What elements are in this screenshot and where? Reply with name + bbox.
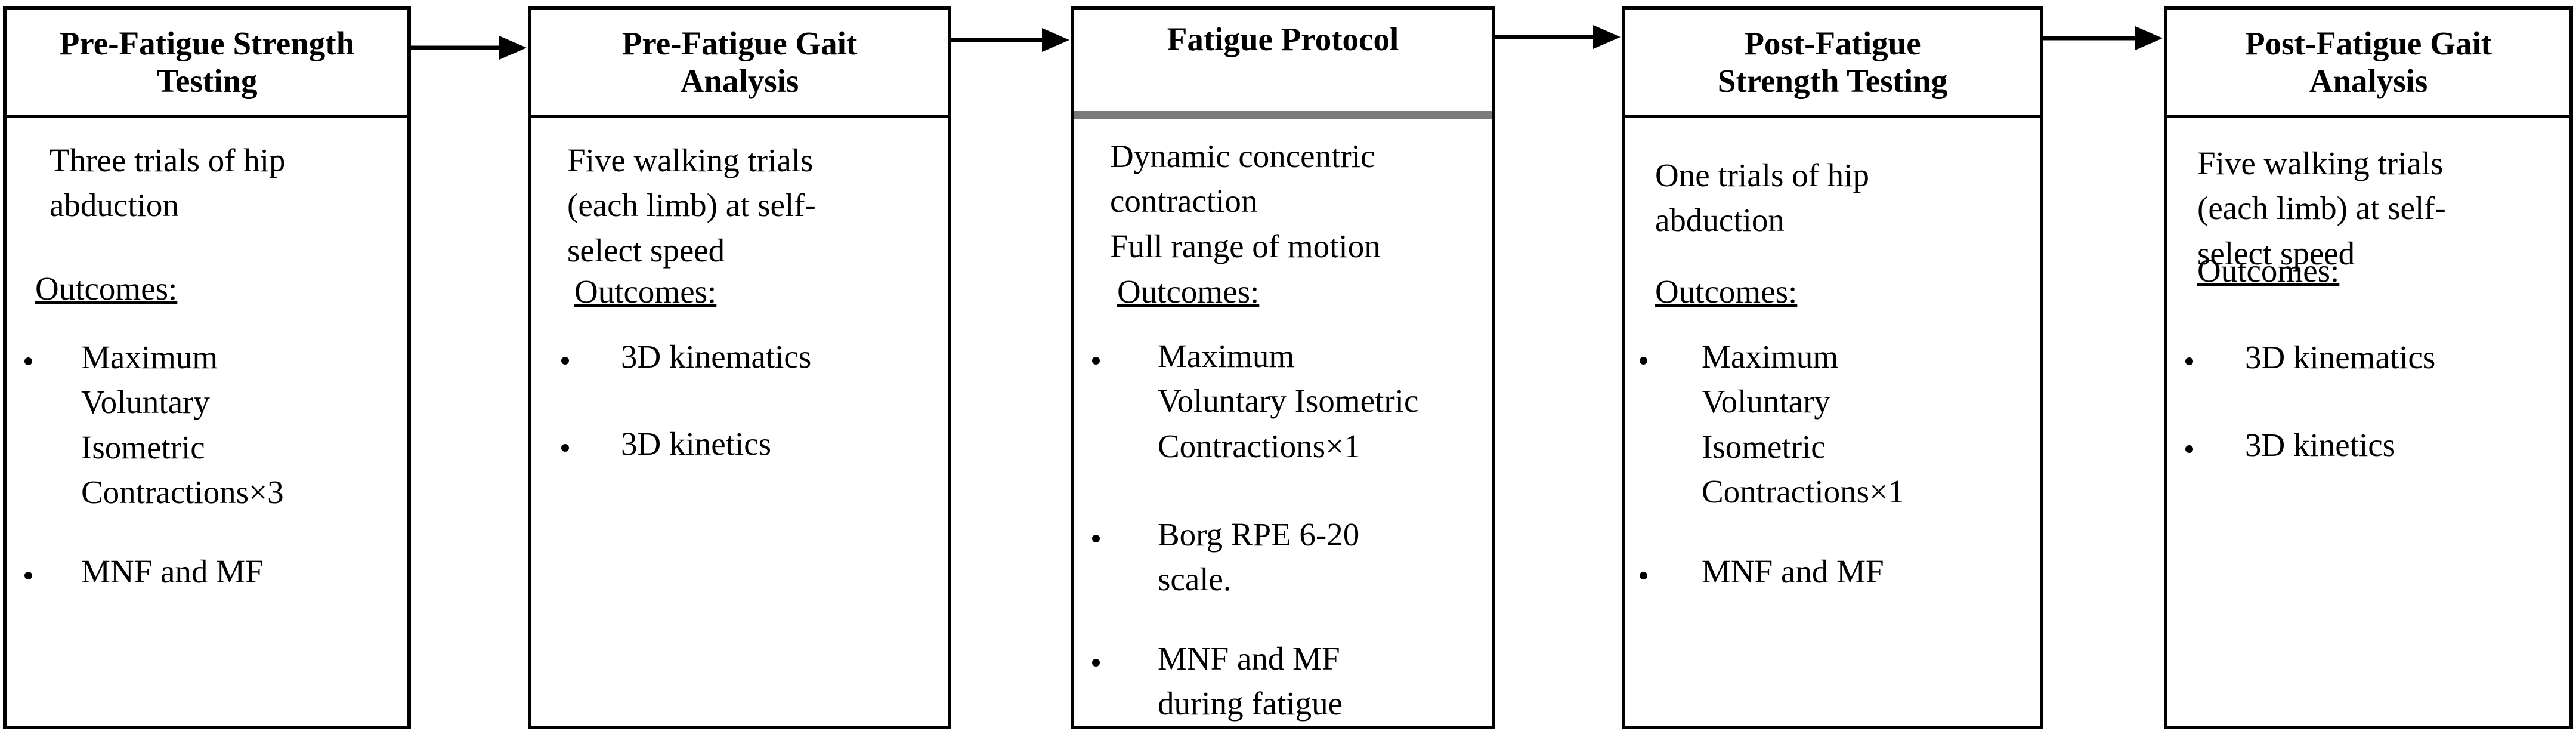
step-description: Dynamic concentric contraction Full rang… xyxy=(1110,138,1381,264)
outcome-text: MNF and MF during fatigue xyxy=(1158,640,1343,722)
step-description: Three trials of hip abduction xyxy=(50,142,286,224)
step-title: Pre-Fatigue Strength Testing xyxy=(59,24,355,99)
step-box-post-fatigue-strength: Post-Fatigue Strength Testing One trials… xyxy=(1622,6,2043,729)
step-title: Pre-Fatigue Gait Analysis xyxy=(621,24,858,99)
outcome-text: 3D kinematics xyxy=(2245,339,2436,375)
flow-arrow xyxy=(2043,26,2163,50)
header-divider xyxy=(1074,111,1492,119)
step-description: Five walking trials (each limb) at self-… xyxy=(567,142,816,269)
step-description: Five walking trials (each limb) at self-… xyxy=(2197,145,2446,272)
bullet-dot xyxy=(561,444,569,452)
outcome-text: 3D kinematics xyxy=(621,338,812,375)
outcome-text: Maximum Voluntary Isometric Contractions… xyxy=(1158,338,1419,464)
outcomes-label: Outcomes: xyxy=(35,270,178,307)
step-description: One trials of hip abduction xyxy=(1655,157,1869,239)
step-body: Dynamic concentric contraction Full rang… xyxy=(1074,123,1492,726)
step-body: Three trials of hip abduction Outcomes: … xyxy=(7,123,407,726)
bullet-dot xyxy=(561,357,569,365)
flow-arrow xyxy=(411,36,527,60)
step-box-post-fatigue-gait: Post-Fatigue Gait Analysis Five walking … xyxy=(2164,6,2573,729)
flow-arrow xyxy=(951,28,1069,52)
outcome-text: Borg RPE 6-20 scale. xyxy=(1158,516,1360,598)
step-body: Five walking trials (each limb) at self-… xyxy=(2167,123,2569,726)
flow-arrow xyxy=(1495,25,1621,49)
step-title: Post-Fatigue Strength Testing xyxy=(1717,24,1948,99)
bullet-dot xyxy=(1092,535,1100,542)
header-divider xyxy=(7,115,407,118)
step-box-fatigue-protocol: Fatigue Protocol Dynamic concentric cont… xyxy=(1071,6,1495,729)
step-title: Fatigue Protocol xyxy=(1167,21,1399,57)
outcome-text: MNF and MF xyxy=(1702,553,1884,590)
step-box-pre-fatigue-strength: Pre-Fatigue Strength Testing Three trial… xyxy=(3,6,411,729)
bullet-dot xyxy=(24,357,32,365)
outcomes-label: Outcomes: xyxy=(1655,273,1798,310)
header-divider xyxy=(1625,115,2040,118)
outcomes-label: Outcomes: xyxy=(2197,252,2340,289)
bullet-dot xyxy=(1092,659,1100,667)
header-divider xyxy=(2167,115,2569,118)
outcome-text: Maximum Voluntary Isometric Contractions… xyxy=(1702,338,1904,510)
bullet-dot xyxy=(1640,357,1647,365)
bullet-dot xyxy=(1640,572,1647,579)
step-body: One trials of hip abduction Outcomes: Ma… xyxy=(1625,123,2040,726)
outcome-text: Maximum Voluntary Isometric Contractions… xyxy=(81,339,284,511)
outcome-text: MNF and MF xyxy=(81,553,264,590)
outcomes-label: Outcomes: xyxy=(574,273,717,310)
step-box-pre-fatigue-gait: Pre-Fatigue Gait Analysis Five walking t… xyxy=(528,6,951,729)
outcomes-label: Outcomes: xyxy=(1117,273,1260,310)
outcome-text: 3D kinetics xyxy=(621,426,772,462)
step-title: Post-Fatigue Gait Analysis xyxy=(2245,24,2492,99)
bullet-dot xyxy=(2185,445,2193,453)
bullet-dot xyxy=(2185,357,2193,365)
step-body: Five walking trials (each limb) at self-… xyxy=(531,123,948,726)
header-divider xyxy=(531,115,948,118)
bullet-dot xyxy=(24,572,32,579)
bullet-dot xyxy=(1092,357,1100,365)
outcome-text: 3D kinetics xyxy=(2245,427,2396,463)
